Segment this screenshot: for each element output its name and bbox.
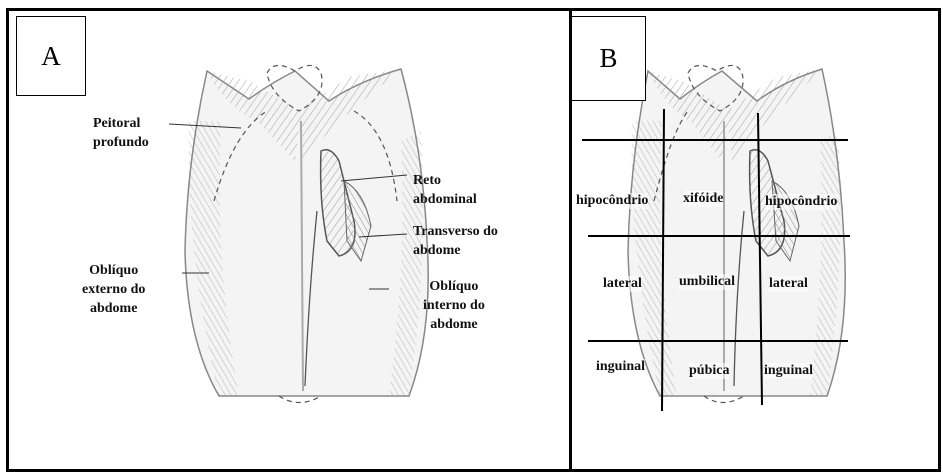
label-line: abdome: [82, 299, 145, 318]
label-reto-abdominal: Reto abdominal: [413, 171, 477, 209]
label-line: Peitoral: [93, 114, 149, 133]
label-peitoral-profundo: Peitoral profundo: [93, 114, 149, 152]
label-line: externo do: [82, 280, 145, 299]
label-line: Oblíquo: [82, 261, 145, 280]
label-line: Oblíquo: [423, 277, 485, 296]
panel-label-b: B: [571, 16, 646, 101]
label-line: abdome: [413, 241, 498, 260]
label-line: profundo: [93, 133, 149, 152]
panel-label-a: A: [16, 16, 86, 96]
region-hypochondrium-right: hipocôndrio: [765, 194, 837, 210]
region-pubic: púbica: [689, 363, 729, 379]
label-line: Reto: [413, 171, 477, 190]
region-umbilical: umbilical: [679, 274, 735, 290]
label-obliquo-externo: Oblíquo externo do abdome: [82, 261, 145, 318]
label-line: Transverso do: [413, 222, 498, 241]
region-xiphoid: xifóide: [683, 191, 723, 207]
region-hypochondrium-left: hipocôndrio: [576, 193, 648, 209]
panel-a: A Peitoral profundo Reto abdominal Trans…: [6, 8, 572, 472]
panel-b: B hipocôndrio xifóide hipocôndrio latera…: [569, 8, 941, 472]
region-lateral-right: lateral: [769, 276, 808, 292]
region-lateral-left: lateral: [603, 276, 642, 292]
label-line: interno do: [423, 296, 485, 315]
label-line: abdominal: [413, 190, 477, 209]
region-inguinal-left: inguinal: [596, 359, 645, 375]
label-obliquo-interno: Oblíquo interno do abdome: [423, 277, 485, 334]
label-line: abdome: [423, 315, 485, 334]
label-transverso-do-abdome: Transverso do abdome: [413, 222, 498, 260]
region-inguinal-right: inguinal: [764, 363, 813, 379]
